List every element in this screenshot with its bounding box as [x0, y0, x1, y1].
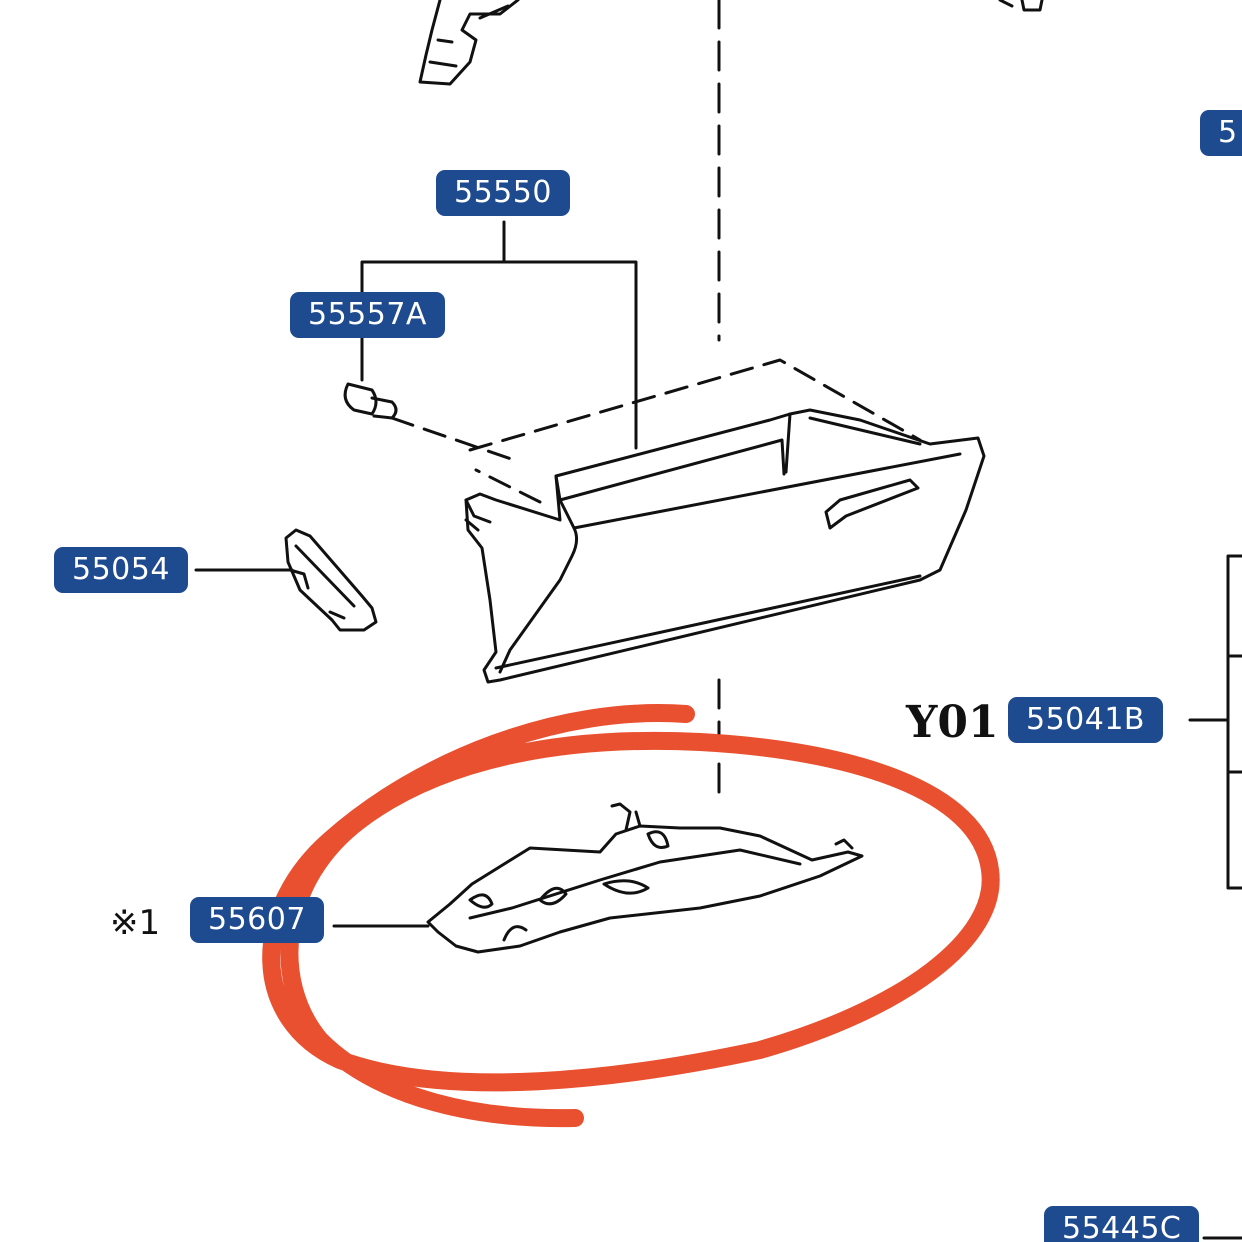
- callout-55054[interactable]: 55054: [54, 547, 188, 593]
- dashed-outline: [390, 358, 922, 504]
- callout-55557a[interactable]: 55557A: [290, 292, 445, 338]
- glove-box-icon: [464, 408, 986, 684]
- variant-code-label: Y01: [906, 697, 999, 748]
- callout-cropped-right[interactable]: 5: [1200, 110, 1242, 156]
- callout-55607[interactable]: 55607: [190, 897, 324, 943]
- stopper-icon: [343, 382, 398, 420]
- callout-55041b[interactable]: 55041B: [1008, 697, 1164, 743]
- callout-55445c[interactable]: 55445C: [1044, 1206, 1200, 1242]
- callout-55550[interactable]: 55550: [436, 170, 570, 216]
- leader-55550: [360, 220, 638, 450]
- bracket-55041b: [1188, 554, 1242, 890]
- note-marker-label: ※1: [110, 903, 161, 943]
- hinge-icon: [284, 528, 378, 632]
- door-panel-icon: [426, 802, 864, 954]
- bracket-icon: [418, 0, 1044, 86]
